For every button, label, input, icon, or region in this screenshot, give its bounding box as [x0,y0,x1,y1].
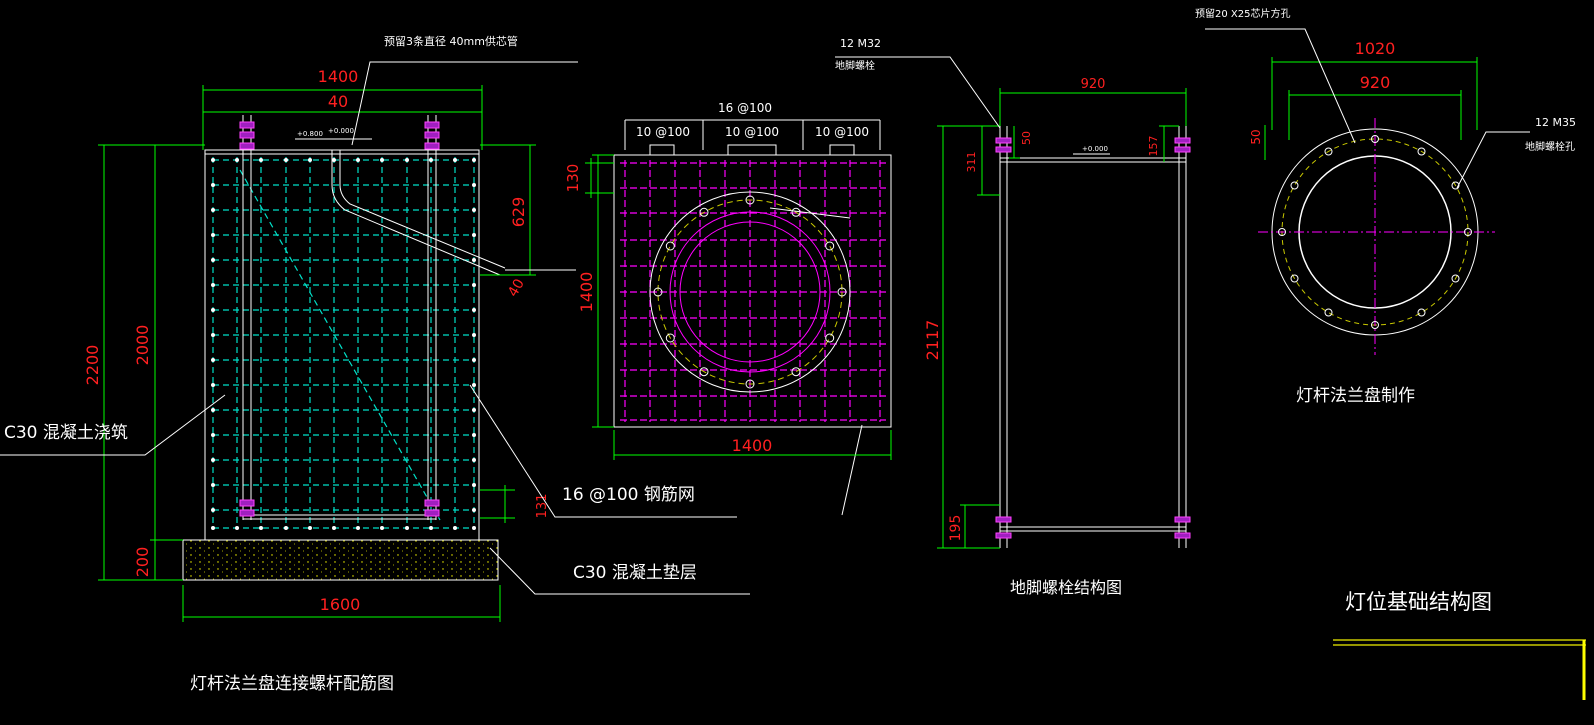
front-rebar-grid [212,157,475,529]
flange-centerlines [1258,118,1495,355]
front-dimensions [98,85,536,622]
elev-left: +0.800 [297,130,323,138]
bolt-dim-top-right: 157 [1147,136,1160,157]
bolt-name: 地脚螺栓 [835,59,875,72]
dim-top-cover: 40 [328,92,348,111]
bolt-nuts-front [239,121,440,517]
dim-bottom-bar: 131 [535,494,550,519]
flange-top-note: 预留20 X25芯片方孔 [1195,7,1290,20]
bolt-view-title: 地脚螺栓结构图 [1010,578,1122,597]
dim-body-height: 2000 [133,325,152,366]
plan-bolt-holes [653,195,847,389]
front-view-title: 灯杆法兰盘连接螺杆配筋图 [190,674,394,694]
bolt-dim-height: 2117 [923,320,942,361]
sleeve-note: 预留3条直径 40mm供芯管 [384,34,518,48]
flange-dim-side: 50 [1249,129,1263,144]
plan-outline [613,154,892,428]
plan-dim-edge: 130 [564,164,582,193]
flange-view-title: 灯杆法兰盘制作 [1296,386,1415,406]
flange-dim-outer: 1020 [1355,39,1396,58]
plan-dim-width: 1400 [732,436,773,455]
concrete-pad-label: C30 混凝土垫层 [573,563,697,583]
dim-bolt-top: 629 [509,197,528,228]
plan-view: 16 @100 10 @100 10 @100 10 @100 130 1400… [564,101,892,516]
bolt-dim-top-left: 311 [965,152,978,173]
bolt-leader [835,56,1001,129]
flange-hole-name: 地脚螺栓孔 [1525,140,1575,153]
plan-dim-height: 1400 [577,272,596,313]
bolt-view: 12 M32 地脚螺栓 +0.000 920 311 50 157 2117 1… [835,37,1191,597]
concrete-pour-label: C30 混凝土浇筑 [4,423,128,443]
bolt-dim-width: 920 [1081,77,1106,92]
plan-bay-2: 10 @100 [725,125,779,139]
plan-bay-3: 10 @100 [815,125,869,139]
flange-dim-inner: 920 [1360,73,1391,92]
dim-total-height: 2200 [83,345,102,386]
plan-bay-1: 10 @100 [636,125,690,139]
bolt-spec: 12 M32 [840,37,881,50]
flange-view: 预留20 X25芯片方孔 12 M35 地脚螺栓孔 1020 920 50 灯杆… [1195,7,1576,406]
flange-hole-spec: 12 M35 [1535,116,1576,129]
plan-dimensions [624,119,881,516]
title-underline [1333,639,1586,700]
dim-pad-height: 200 [133,547,152,578]
front-view: 1400 40 2200 2000 200 1600 629 40 131 +0… [0,34,750,694]
bolt-elevation: +0.000 [1082,145,1108,153]
front-rebar-dots [211,158,476,530]
dim-side-cover: 40 [505,276,528,299]
concrete-pad [182,539,499,581]
front-leaders [0,61,750,595]
plan-flange [649,191,851,393]
flange-bolt-holes [1278,135,1472,329]
foundation-outline [204,149,480,541]
elev-right: +0.000 [328,127,354,135]
dim-pad-width: 1600 [320,595,361,614]
anchor-bolts-front [242,115,437,520]
conduit-pipe [331,150,501,276]
plan-rebar-grid [620,160,886,422]
bolt-nuts-side [995,137,1191,539]
bolt-dim-bottom: 195 [948,515,964,542]
dim-top-width: 1400 [318,67,359,86]
rebar-mesh-label: 16 @100 钢筋网 [562,485,695,505]
bolt-dim-top-50: 50 [1020,131,1033,145]
sheet-title: 灯位基础结构图 [1345,590,1492,614]
plan-top-spec: 16 @100 [718,101,772,115]
